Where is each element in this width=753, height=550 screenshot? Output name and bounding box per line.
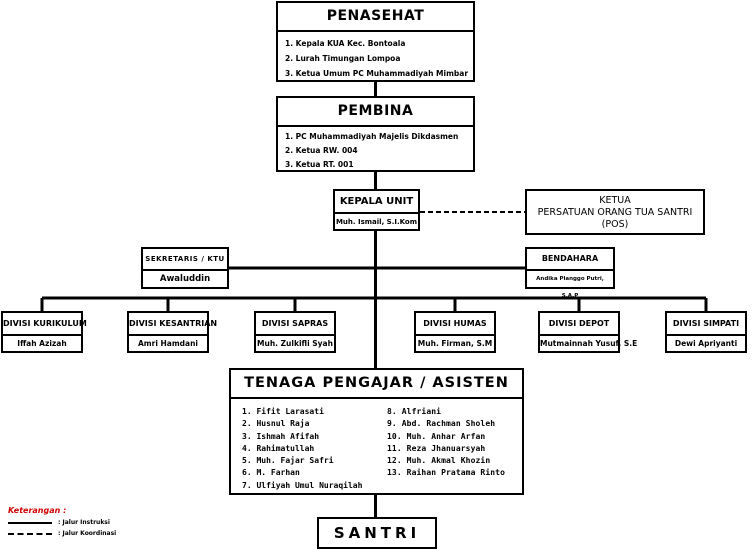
divisi-name: Muh. Zulkifli Syah bbox=[257, 339, 333, 348]
ketua-pos-line1: KETUA bbox=[599, 195, 631, 206]
pengajar-item: 13. Raihan Pratama Rinto bbox=[387, 468, 505, 478]
legend-row-instruksi: : Jalur Instruksi bbox=[8, 517, 138, 528]
pembina-item: 1. PC Muhammadiyah Majelis Dikdasmen bbox=[285, 132, 459, 141]
divisi-kurikulum-box: DIVISI KURIKULUM Iffah Azizah bbox=[1, 311, 87, 353]
divisi-title: DIVISI SIMPATI bbox=[672, 319, 740, 328]
solid-line-swatch bbox=[8, 522, 52, 524]
legend-title: Keterangan : bbox=[8, 506, 67, 515]
dashed-line-swatch bbox=[8, 533, 52, 535]
sekretaris-title: SEKRETARIS / KTU bbox=[145, 255, 225, 263]
pengajar-item: 10. Muh. Anhar Arfan bbox=[387, 431, 486, 441]
pembina-item: 3. Ketua RT. 001 bbox=[285, 160, 354, 169]
sekretaris-name: Awaluddin bbox=[159, 274, 211, 284]
pengajar-item: 3. Ishmah Afifah bbox=[242, 431, 320, 441]
kepala-unit-name: Muh. Ismail, S.I.Kom bbox=[335, 218, 418, 226]
divisi-name: Amri Hamdani bbox=[138, 339, 198, 348]
divisi-name: Iffah Azizah bbox=[17, 339, 67, 348]
santri-box: SANTRI bbox=[317, 517, 437, 549]
pengajar-item: 2. Husnul Raja bbox=[242, 419, 310, 429]
divisi-simpati-box: DIVISI SIMPATI Dewi Apriyanti bbox=[665, 311, 747, 353]
penasehat-box: PENASEHAT 1. Kepala KUA Kec. Bontoala 2.… bbox=[276, 1, 475, 82]
pengajar-item: 8. Alfriani bbox=[387, 407, 442, 416]
divisi-name: Muh. Firman, S.M bbox=[417, 339, 493, 348]
pengajar-item: 11. Reza Jhanuarsyah bbox=[387, 443, 486, 453]
legend-row-koordinasi: : Jalur Koordinasi bbox=[8, 528, 138, 539]
pembina-box: PEMBINA 1. PC Muhammadiyah Majelis Dikda… bbox=[276, 96, 475, 172]
pengajar-item: 7. Ulfiyah Umul Nuraqilah bbox=[242, 480, 363, 490]
divisi-title: DIVISI DEPOT bbox=[548, 319, 610, 328]
sekretaris-box: SEKRETARIS / KTU Awaluddin bbox=[141, 247, 229, 289]
bendahara-box: BENDAHARA Andika Planggo Putri, S.A.P bbox=[525, 247, 615, 299]
divisi-humas-box: DIVISI HUMAS Muh. Firman, S.M bbox=[414, 311, 496, 353]
pengajar-item: 6. M. Farhan bbox=[242, 468, 300, 478]
pembina-item: 2. Ketua RW. 004 bbox=[285, 146, 358, 155]
bendahara-name: Andika Planggo Putri, S.A.P bbox=[536, 276, 604, 299]
pengajar-list-right: 8. Alfriani 9. Abd. Rachman Sholeh 10. M… bbox=[387, 406, 505, 492]
pembina-title: PEMBINA bbox=[337, 103, 414, 119]
divisi-title: DIVISI SAPRAS bbox=[261, 319, 329, 328]
pengajar-list-left: 1. Fifit Larasati 2. Husnul Raja 3. Ishm… bbox=[242, 406, 387, 492]
legend-instruksi-label: : Jalur Instruksi bbox=[58, 519, 110, 526]
kepala-unit-title: KEPALA UNIT bbox=[339, 196, 414, 207]
legend: Keterangan : : Jalur Instruksi : Jalur K… bbox=[8, 505, 138, 545]
penasehat-item: 3. Ketua Umum PC Muhammadiyah Mimbar bbox=[285, 69, 469, 78]
ketua-pos-box: KETUA PERSATUAN ORANG TUA SANTRI (POS) bbox=[525, 189, 705, 235]
divisi-depot-box: DIVISI DEPOT Mutmainnah Yusuf, S.E bbox=[538, 311, 638, 353]
pengajar-item: 12. Muh. Akmal Khozin bbox=[387, 456, 491, 466]
pengajar-item: 4. Rahimatullah bbox=[242, 443, 315, 453]
santri-title: SANTRI bbox=[333, 524, 421, 542]
divisi-title: DIVISI KURIKULUM bbox=[3, 319, 87, 328]
penasehat-title: PENASEHAT bbox=[326, 8, 425, 24]
divisi-name: Dewi Apriyanti bbox=[674, 339, 738, 348]
penasehat-item: 1. Kepala KUA Kec. Bontoala bbox=[285, 39, 406, 48]
pengajar-item: 1. Fifit Larasati bbox=[242, 407, 324, 416]
tenaga-pengajar-title: TENAGA PENGAJAR / ASISTEN bbox=[244, 375, 509, 391]
divisi-title: DIVISI HUMAS bbox=[423, 319, 487, 328]
pengajar-item: 9. Abd. Rachman Sholeh bbox=[387, 419, 496, 429]
pengajar-item: 5. Muh. Fajar Safri bbox=[242, 456, 334, 466]
divisi-kesantrian-box: DIVISI KESANTRIAN Amri Hamdani bbox=[127, 311, 218, 353]
divisi-name: Mutmainnah Yusuf, S.E bbox=[540, 339, 638, 348]
kepala-unit-box: KEPALA UNIT Muh. Ismail, S.I.Kom bbox=[333, 189, 420, 231]
ketua-pos-line3: (POS) bbox=[601, 219, 629, 230]
bendahara-title: BENDAHARA bbox=[541, 254, 599, 263]
divisi-title: DIVISI KESANTRIAN bbox=[129, 319, 218, 328]
tenaga-pengajar-box: TENAGA PENGAJAR / ASISTEN 1. Fifit Laras… bbox=[229, 368, 524, 495]
legend-koordinasi-label: : Jalur Koordinasi bbox=[58, 530, 117, 537]
ketua-pos-line2: PERSATUAN ORANG TUA SANTRI bbox=[537, 207, 693, 218]
penasehat-item: 2. Lurah Timungan Lompoa bbox=[285, 54, 401, 63]
divisi-sapras-box: DIVISI SAPRAS Muh. Zulkifli Syah bbox=[254, 311, 336, 353]
